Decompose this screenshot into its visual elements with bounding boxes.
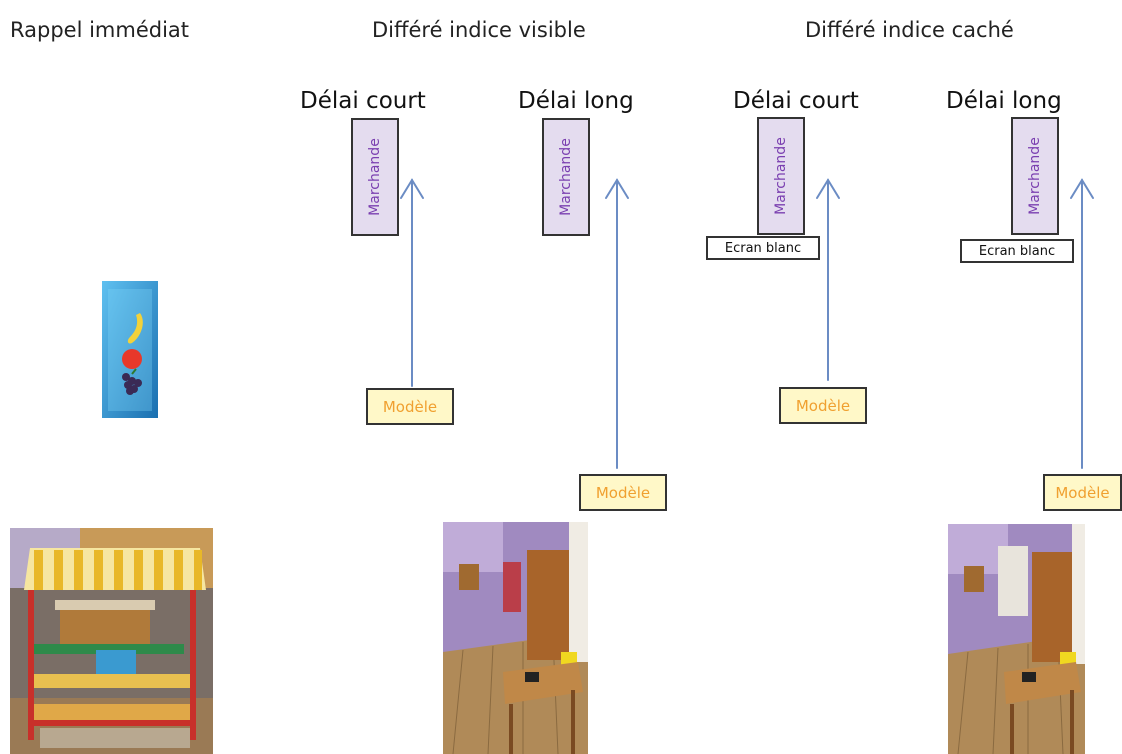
fruit-cue-image: [102, 281, 158, 418]
arrow-visible-long: [605, 178, 629, 469]
hidden-delai-long-label: Délai long: [946, 88, 1062, 114]
hidden-delai-court-label: Délai court: [733, 88, 859, 114]
marchande-box-hidden-short: Marchande: [757, 117, 805, 235]
heading-differe-indice-cache: Différé indice caché: [805, 18, 1014, 42]
marchande-box-visible-long: Marchande: [542, 118, 590, 236]
classroom-photo-hidden: [948, 524, 1085, 754]
marchande-box-visible-short: Marchande: [351, 118, 399, 236]
modele-box-hidden-long: Modèle: [1043, 474, 1122, 511]
visible-delai-long-label: Délai long: [518, 88, 634, 114]
heading-rappel-immediat: Rappel immédiat: [10, 18, 190, 42]
modele-box-hidden-short: Modèle: [779, 387, 867, 424]
modele-box-visible-long: Modèle: [579, 474, 667, 511]
marchande-label: Marchande: [367, 138, 383, 216]
classroom-photo-visible: [443, 522, 588, 754]
modele-box-visible-short: Modèle: [366, 388, 454, 425]
arrow-hidden-short: [816, 178, 840, 381]
arrow-hidden-long: [1070, 178, 1094, 469]
ecran-blanc-box-long: Ecran blanc: [960, 239, 1074, 263]
marchande-box-hidden-long: Marchande: [1011, 117, 1059, 235]
marchande-label: Marchande: [773, 137, 789, 215]
marchande-label: Marchande: [1027, 137, 1043, 215]
arrow-visible-short: [400, 178, 424, 387]
marchande-label: Marchande: [558, 138, 574, 216]
heading-differe-indice-visible: Différé indice visible: [372, 18, 586, 42]
visible-delai-court-label: Délai court: [300, 88, 426, 114]
market-stall-photo: [10, 528, 213, 754]
ecran-blanc-box-short: Ecran blanc: [706, 236, 820, 260]
